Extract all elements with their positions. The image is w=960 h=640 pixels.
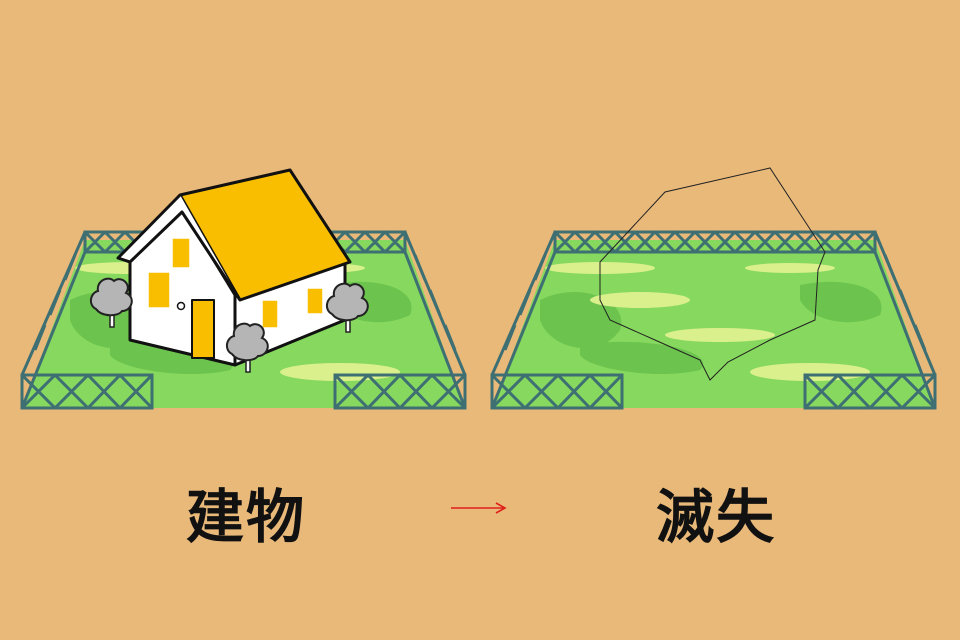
before-lot <box>20 168 467 410</box>
label-destroyed: 滅失 <box>655 483 776 551</box>
house-icon <box>116 168 352 367</box>
after-lot <box>490 167 937 410</box>
label-building: 建物 <box>185 483 306 551</box>
arrow-right-icon <box>451 502 507 514</box>
house-outline <box>599 167 826 381</box>
